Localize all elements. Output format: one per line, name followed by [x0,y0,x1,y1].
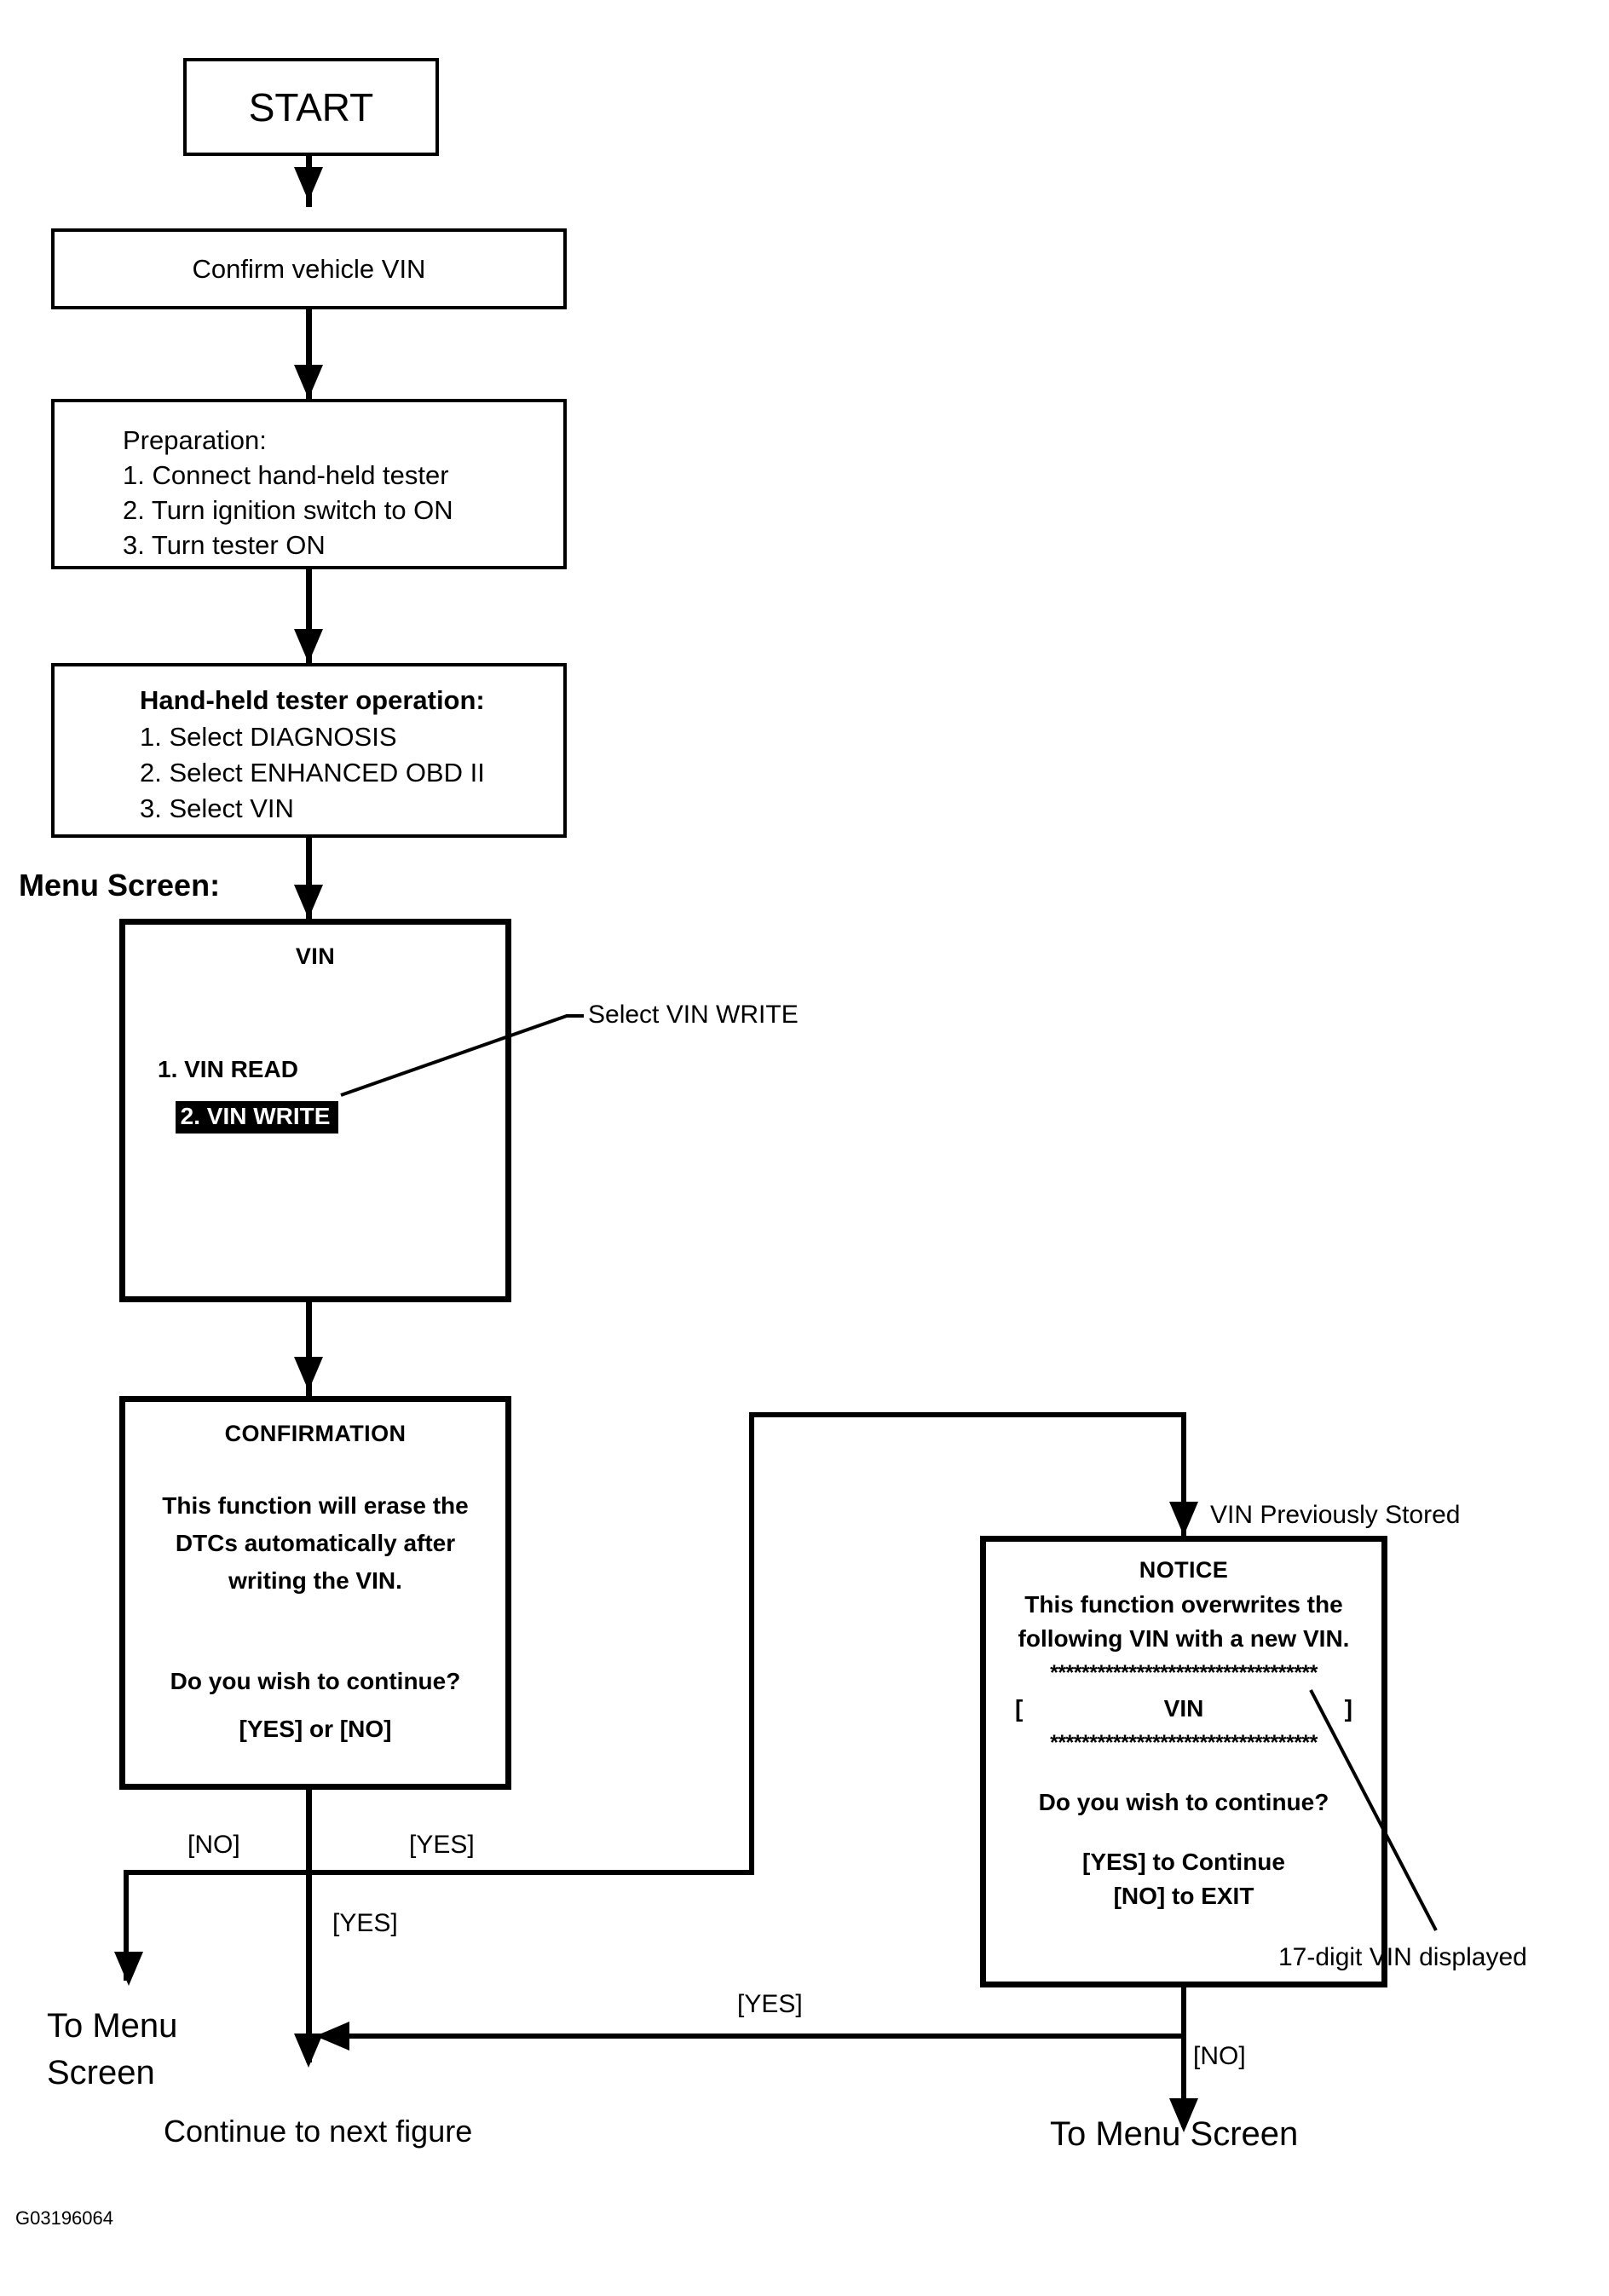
confirmation-body-3: writing the VIN. [228,1567,402,1594]
node-tester-operation: Hand-held tester operation: 1. Select DI… [51,663,567,838]
screen-notice-vin-field: [ VIN ] [1015,1695,1352,1722]
screen-notice-question-row: Do you wish to continue? [986,1789,1381,1816]
edge-yes-riser [749,1412,754,1872]
edge-label-confirmation-no: [NO] [187,1831,240,1859]
screen-notice: NOTICE This function overwrites the foll… [980,1536,1387,1987]
screen-vin-menu-title-row: VIN [125,943,505,970]
callout-leader-17-digit-svg [1309,1689,1438,1931]
screen-confirmation-question-row: Do you wish to continue? [125,1668,505,1695]
notice-answer-2: [NO] to EXIT [1113,1883,1254,1909]
edge-confirmation-trunk [306,1790,312,2062]
screen-notice-body-line-2: following VIN with a new VIN. [986,1625,1381,1653]
confirmation-question: Do you wish to continue? [170,1668,461,1694]
arrowhead-start-to-confirm [294,167,323,201]
notice-body-1: This function overwrites the [1024,1591,1343,1618]
node-start: START [183,58,439,156]
arrowhead-continue-next-figure [294,2034,323,2068]
edge-confirm-to-preparation [306,309,312,399]
notice-body-2: following VIN with a new VIN. [1018,1625,1350,1652]
arrowhead-notice-no [1169,2098,1198,2132]
screen-notice-stars-top: ********************************** [986,1661,1381,1686]
edge-label-confirmation-yes-right: [YES] [409,1831,475,1859]
notice-question: Do you wish to continue? [1038,1789,1329,1815]
node-preparation-heading: Preparation: [123,425,267,455]
arrowhead-tester-to-vin-menu [294,885,323,919]
node-preparation: Preparation: 1. Connect hand-held tester… [51,399,567,569]
notice-vin-close-bracket: ] [1344,1695,1352,1722]
arrowhead-confirmation-no [114,1952,143,1986]
screen-notice-title-row: NOTICE [986,1557,1381,1584]
notice-vin-open-bracket: [ [1015,1695,1024,1722]
callout-select-vin-write: Select VIN WRITE [588,1001,799,1029]
node-confirm-vehicle-vin: Confirm vehicle VIN [51,228,567,309]
arrowhead-confirm-to-preparation [294,365,323,399]
callout-vin-previously-stored: VIN Previously Stored [1210,1501,1461,1529]
notice-stars-top: ********************************** [1050,1661,1318,1685]
menu-item-vin-write-label[interactable]: 2. VIN WRITE [175,1101,339,1134]
edge-label-notice-yes: [YES] [737,1990,803,2018]
screen-notice-title: NOTICE [1139,1557,1229,1583]
terminal-to-menu-screen-right: To Menu Screen [1050,2115,1299,2153]
notice-answer-1: [YES] to Continue [1082,1849,1285,1875]
callout-leader-17-digit-vin [1304,1683,1474,1939]
terminal-continue-next-figure: Continue to next figure [164,2114,473,2149]
node-confirm-vehicle-vin-label: Confirm vehicle VIN [192,253,426,284]
node-tester-operation-step-1: 1. Select DIAGNOSIS [140,722,397,752]
callout-17-digit-vin-displayed: 17-digit VIN displayed [1278,1943,1527,1971]
confirmation-body-1: This function will erase the [162,1492,469,1519]
node-preparation-step-2: 2. Turn ignition switch to ON [123,495,453,525]
screen-confirmation-body-line-1: This function will erase the [125,1492,505,1520]
terminal-to-menu-screen-left-line1: To Menu [47,2007,178,2045]
node-tester-operation-step-2: 2. Select ENHANCED OBD II [140,758,485,787]
screen-notice-answer-line-2: [NO] to EXIT [986,1883,1381,1910]
notice-stars-bottom: ********************************** [1050,1731,1318,1755]
edge-tester-to-vin-menu [306,838,312,919]
callout-leader-select-vin-write [337,980,584,1099]
screen-vin-menu: VIN 1. VIN READ 2. VIN WRITE [119,919,511,1302]
node-preparation-step-3: 3. Turn tester ON [123,530,326,560]
edge-confirmation-no-down [124,1870,129,1981]
edge-yes-top-run [749,1412,1186,1417]
menu-screen-caption: Menu Screen: [19,868,221,903]
confirmation-answers: [YES] or [NO] [239,1716,392,1742]
edge-label-confirmation-yes-down: [YES] [332,1909,398,1937]
edge-confirmation-horizontal-bus [124,1870,754,1875]
edge-notice-yes-run [315,2034,1185,2039]
screen-notice-body-line-1: This function overwrites the [986,1591,1381,1618]
edge-yes-into-notice [1181,1412,1186,1536]
edge-notice-no-down [1181,2034,1186,2127]
screen-confirmation-title-row: CONFIRMATION [125,1421,505,1447]
screen-confirmation-body-line-2: DTCs automatically after [125,1530,505,1557]
screen-notice-answer-line-1: [YES] to Continue [986,1849,1381,1876]
screen-confirmation: CONFIRMATION This function will erase th… [119,1396,511,1790]
arrowhead-vin-menu-to-confirmation [294,1357,323,1391]
node-tester-operation-heading: Hand-held tester operation: [140,685,485,715]
menu-item-vin-write[interactable]: 2. VIN WRITE [153,1086,339,1149]
node-start-label: START [248,84,374,130]
edge-vin-menu-to-confirmation [306,1302,312,1396]
screen-confirmation-answers-row: [YES] or [NO] [125,1716,505,1743]
node-preparation-step-1: 1. Connect hand-held tester [123,460,449,490]
screen-confirmation-title: CONFIRMATION [224,1421,407,1446]
notice-vin-value: VIN [1163,1695,1204,1722]
screen-vin-menu-title: VIN [295,943,336,969]
figure-id-label: G03196064 [15,2207,113,2229]
edge-preparation-to-tester [306,569,312,663]
callout-leader-svg [340,1014,584,1097]
arrowhead-into-notice [1169,1502,1198,1536]
screen-confirmation-body-line-3: writing the VIN. [125,1567,505,1595]
node-tester-operation-step-3: 3. Select VIN [140,793,294,823]
screen-notice-stars-bottom: ********************************** [986,1731,1381,1756]
menu-item-vin-read[interactable]: 1. VIN READ [158,1056,298,1082]
terminal-to-menu-screen-left-line2: Screen [47,2054,155,2091]
confirmation-body-2: DTCs automatically after [175,1530,456,1556]
arrowhead-preparation-to-tester [294,629,323,663]
edge-label-notice-no: [NO] [1193,2042,1246,2070]
